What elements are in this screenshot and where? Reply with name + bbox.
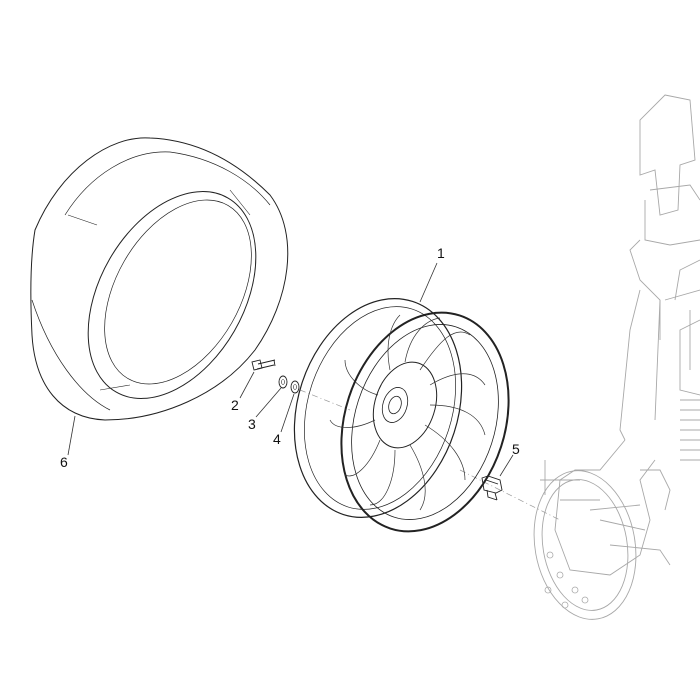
spacer-hole — [293, 384, 297, 390]
washer-hole — [281, 379, 285, 385]
leader-5 — [499, 454, 514, 477]
washer[interactable] — [278, 375, 288, 389]
leader-4 — [280, 393, 295, 433]
callout-5: 5 — [512, 441, 520, 457]
leader-2 — [239, 371, 255, 399]
screw[interactable] — [481, 475, 503, 501]
callout-4: 4 — [273, 431, 281, 447]
leader-6 — [67, 415, 76, 456]
leader-1 — [419, 262, 438, 303]
spacer-washer[interactable] — [290, 380, 300, 394]
front-fork-assembly — [533, 94, 700, 620]
leader-lines — [67, 262, 514, 477]
tyre[interactable] — [30, 137, 291, 428]
callout-6: 6 — [60, 454, 68, 470]
callout-3: 3 — [248, 416, 256, 432]
wheel-rim[interactable] — [267, 277, 535, 553]
callout-2: 2 — [231, 397, 239, 413]
axis-line — [299, 389, 561, 521]
callout-1: 1 — [437, 245, 445, 261]
leader-3 — [255, 387, 282, 418]
bolt[interactable] — [251, 359, 276, 371]
